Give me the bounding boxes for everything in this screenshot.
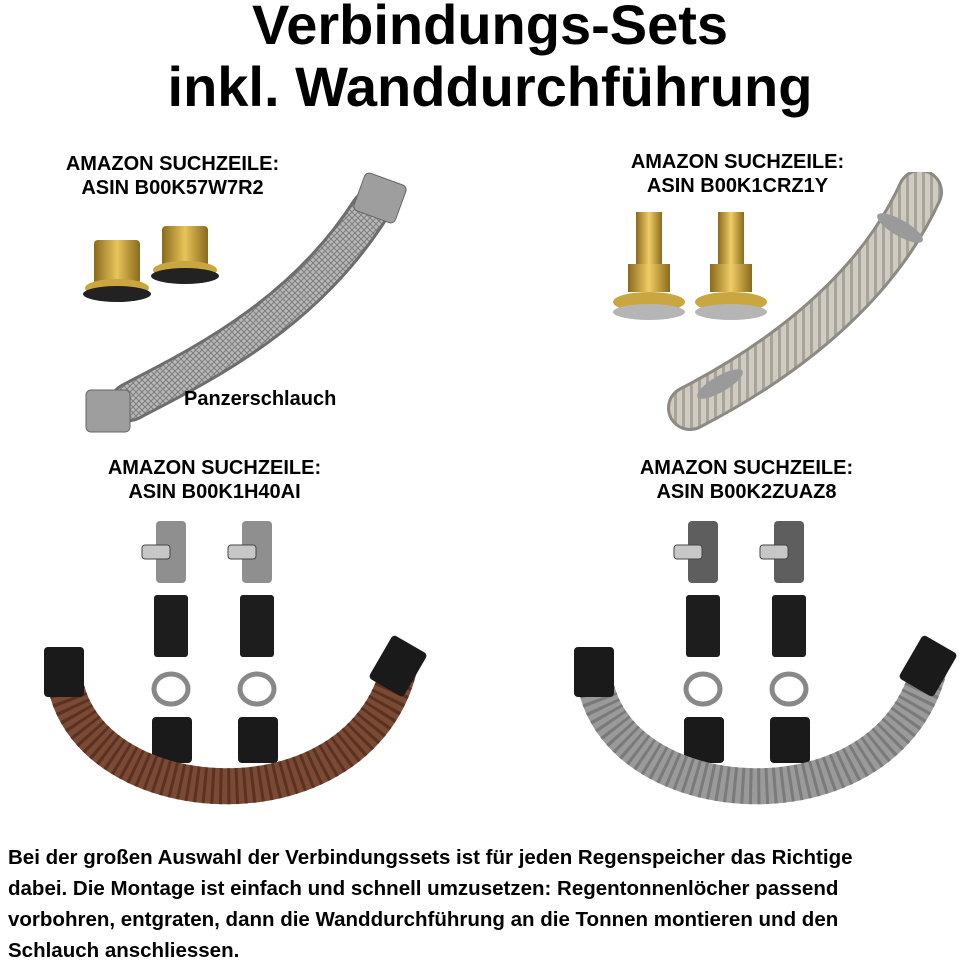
page-subtitle: inkl. Wanddurchführung — [167, 55, 813, 118]
set-3-search-label: AMAZON SUCHZEILE: — [107, 457, 322, 479]
set-4-search-label: AMAZON SUCHZEILE: — [639, 457, 854, 479]
set-1-search-label: AMAZON SUCHZEILE: — [65, 153, 280, 175]
description-line-4: Schlauch anschliessen. — [8, 939, 240, 962]
set-1-caption: Panzerschlauch — [184, 388, 337, 410]
set-2-asin: ASIN B00K1CRZ1Y — [646, 175, 829, 197]
page-title: Verbindungs-Sets — [251, 0, 729, 56]
set-3-label: AMAZON SUCHZEILE: ASIN B00K1H40AI — [82, 456, 347, 504]
adapter-column-left — [141, 521, 192, 763]
set-2-label: AMAZON SUCHZEILE: ASIN B00K1CRZ1Y — [605, 150, 870, 198]
adapter-column-right — [227, 521, 278, 763]
set-4-asin: ASIN B00K2ZUAZ8 — [656, 481, 837, 503]
set-2-product-image — [613, 172, 943, 431]
barbed-fitting-left — [613, 212, 685, 320]
set-4-label: AMAZON SUCHZEILE: ASIN B00K2ZUAZ8 — [614, 456, 879, 504]
adapter-column-right — [759, 521, 810, 763]
set-1-label: AMAZON SUCHZEILE: ASIN B00K57W7R2 — [40, 152, 305, 200]
set-1-asin: ASIN B00K57W7R2 — [81, 177, 264, 199]
set-2-search-label: AMAZON SUCHZEILE: — [630, 151, 845, 173]
description-line-2: dabei. Die Montage ist einfach und schne… — [8, 877, 839, 900]
description-line-1: Bei der großen Auswahl der Verbindungsse… — [8, 846, 853, 869]
set-1-product-image — [83, 172, 407, 433]
adapter-column-left — [673, 521, 724, 763]
set-3-asin: ASIN B00K1H40AI — [128, 481, 301, 503]
barbed-fitting-right — [695, 212, 767, 320]
brass-fitting-right — [151, 226, 219, 284]
description-line-3: vorbohren, entgraten, dann die Wanddurch… — [8, 908, 839, 931]
set-4-product-image — [574, 521, 957, 805]
brass-fitting-left — [83, 240, 151, 302]
set-3-product-image — [44, 521, 427, 805]
description: Bei der großen Auswahl der Verbindungsse… — [8, 842, 978, 966]
